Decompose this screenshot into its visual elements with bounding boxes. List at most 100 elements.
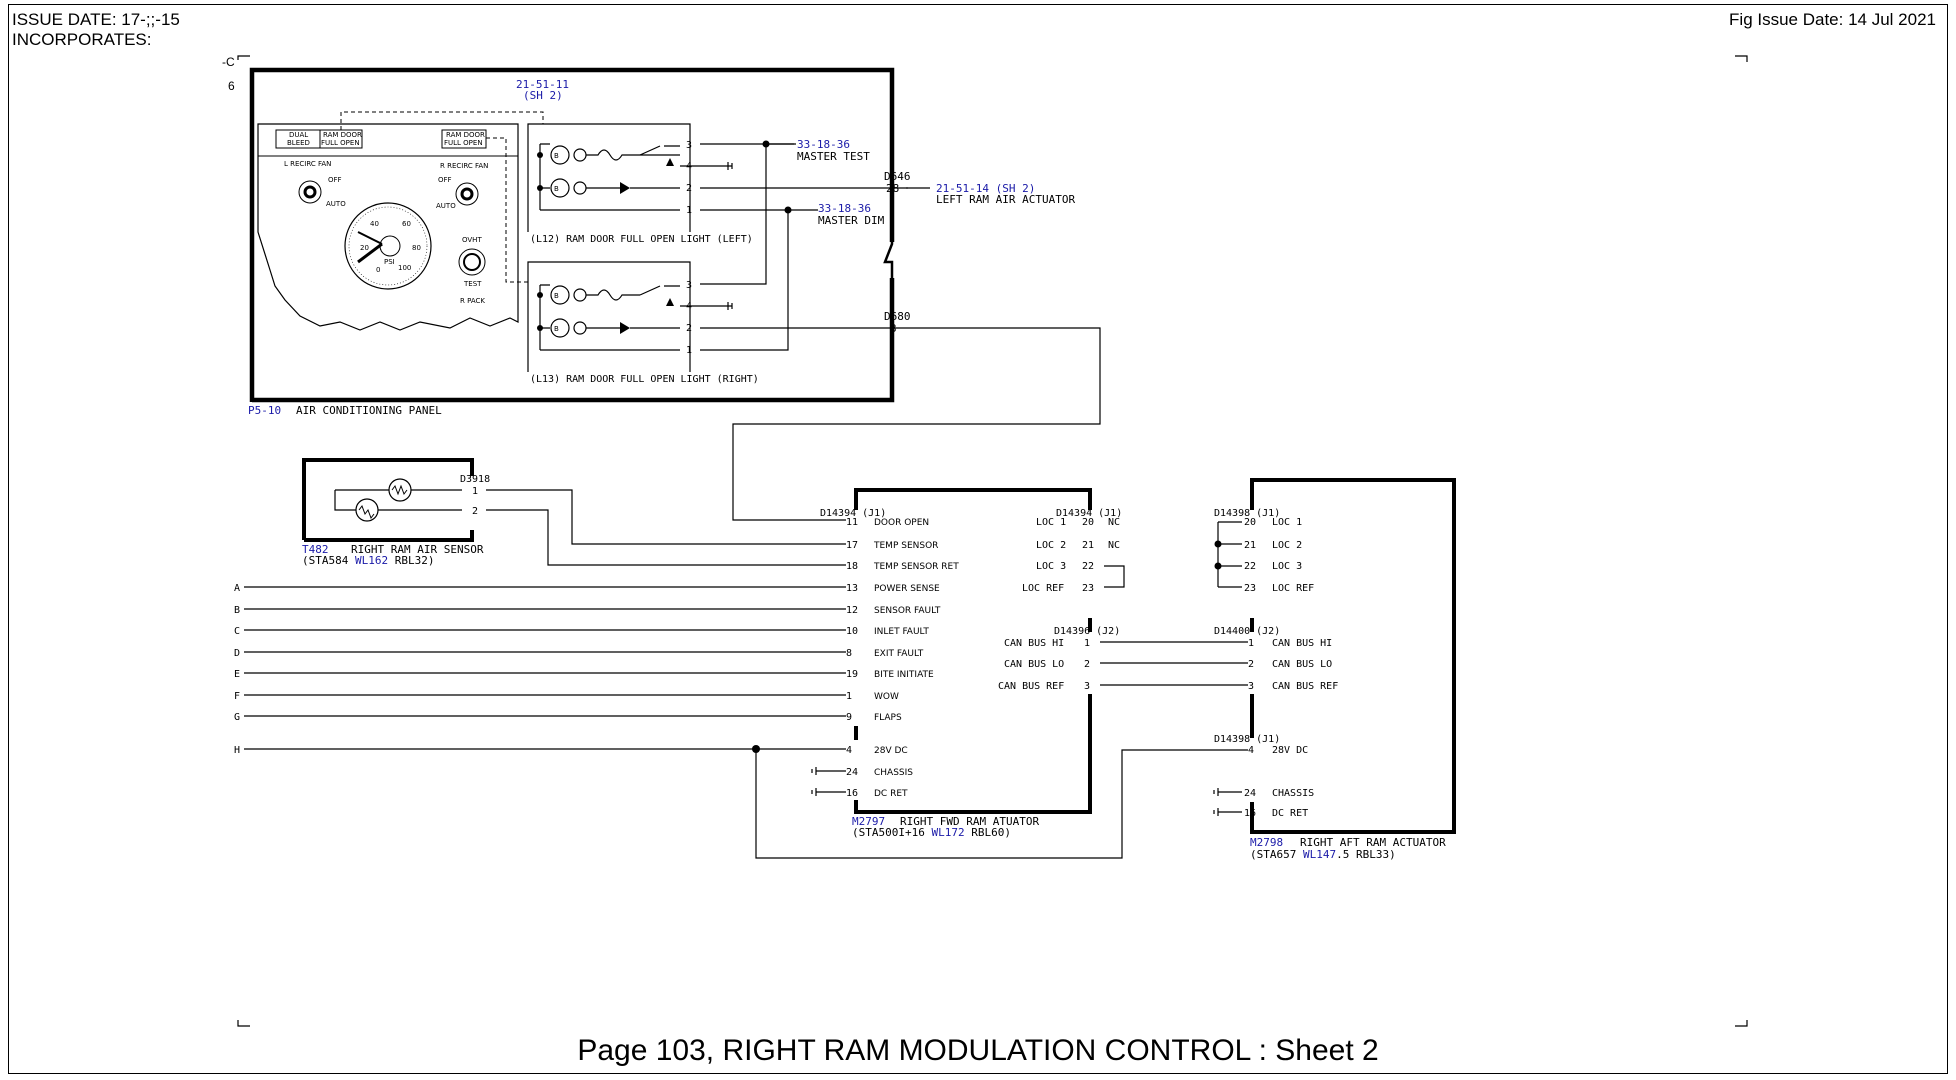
- corner-mark: [237, 55, 250, 60]
- fwd-pin-num: 19: [846, 669, 858, 680]
- fwd-loc-name: LOC 3: [1036, 561, 1066, 572]
- aft-actuator-ref: M2798: [1250, 836, 1283, 849]
- fwd-j1-left: D14394 (J1): [820, 508, 886, 519]
- page-frame: [8, 4, 1948, 1074]
- fwd-loc-nc: NC: [1108, 517, 1120, 528]
- wire-e: E: [234, 669, 240, 680]
- fwd-pin-name: POWER SENSE: [874, 584, 940, 594]
- fwd-actuator: [811, 488, 1248, 814]
- fwd-loc-pins: LOC 1 20 NC LOC 2 21 NC LOC 3 22 LOC REF…: [1022, 517, 1120, 594]
- bulb-b-3: B: [554, 292, 559, 300]
- bulb-b-2: B: [554, 185, 559, 193]
- wire-d: D: [234, 648, 240, 659]
- gauge-tick-60: 60: [402, 220, 411, 228]
- corner-mark: [237, 1020, 250, 1027]
- gauge-tick-20: 20: [360, 244, 369, 252]
- fwd-loc-name: LOC 1: [1036, 517, 1066, 528]
- bulb-b-1: B: [554, 152, 559, 160]
- r-recirc-label: R RECIRC FAN: [440, 162, 488, 170]
- corner-mark: [1735, 1020, 1748, 1027]
- l12-pin-4: 4: [686, 161, 692, 172]
- r-pack-label: R PACK: [460, 297, 485, 305]
- aft-loc-num: 20: [1244, 517, 1256, 528]
- aft-j1-top: D14398 (J1): [1214, 508, 1280, 519]
- sheet-mark: 6: [228, 79, 235, 93]
- fwd-pin-name: CHASSIS: [874, 768, 913, 778]
- l12-light: [527, 123, 733, 372]
- sensor-location: (STA584 WL162 RBL32): [302, 554, 434, 567]
- fwd-pin-num: 12: [846, 605, 858, 616]
- fwd-actuator-name: RIGHT FWD RAM ATUATOR: [900, 815, 1039, 828]
- ac-panel: [249, 67, 895, 403]
- l13-pin-4: 4: [686, 301, 692, 312]
- d646: D646: [884, 170, 911, 183]
- off-label-left: OFF: [328, 176, 342, 184]
- left-ram-ref: 21-51-14 (SH 2): [936, 182, 1035, 195]
- fwd-pin-num: 24: [846, 767, 858, 778]
- sensor-name: RIGHT RAM AIR SENSOR: [351, 543, 484, 556]
- d3918: D3918: [460, 474, 490, 485]
- aft-pwr-name: DC RET: [1272, 808, 1308, 819]
- master-test: MASTER TEST: [797, 150, 870, 163]
- aft-j2: D14400 (J2): [1214, 626, 1280, 637]
- fwd-pin-name: FLAPS: [874, 713, 902, 723]
- fwd-pin-num: 17: [846, 540, 858, 551]
- sheet-ref-21-51-11: 21-51-11: [516, 78, 569, 91]
- aft-loc-pins: 20 LOC 1 21 LOC 2 22 LOC 3 23 LOC REF: [1244, 517, 1314, 594]
- l13-label: (L13) RAM DOOR FULL OPEN LIGHT (RIGHT): [530, 374, 759, 385]
- fwd-pin-name: TEMP SENSOR: [873, 541, 938, 551]
- aft-can-num: 3: [1248, 681, 1254, 692]
- aft-can-name: CAN BUS REF: [1272, 681, 1338, 692]
- fwd-pin-num: 11: [846, 517, 858, 528]
- fwd-pin-name: SENSOR FAULT: [874, 606, 941, 616]
- fwd-pin-num: 10: [846, 626, 858, 637]
- fwd-pin-name: 28V DC: [874, 746, 908, 756]
- fwd-pin-name: DC RET: [874, 789, 908, 799]
- fwd-can-name: CAN BUS REF: [998, 681, 1064, 692]
- wire-a: A: [234, 583, 240, 594]
- sensor-ref: T482: [302, 543, 329, 556]
- fwd-j1-right: D14394 (J1): [1056, 508, 1122, 519]
- aft-pwr-name: 28V DC: [1272, 745, 1308, 756]
- d646-pin: 28: [886, 182, 899, 195]
- off-label-right: OFF: [438, 176, 452, 184]
- fwd-pin-num: 9: [846, 712, 852, 723]
- page-title: Page 103, RIGHT RAM MODULATION CONTROL :…: [577, 1034, 1379, 1067]
- fwd-pin-num: 13: [846, 583, 858, 594]
- aft-can-num: 1: [1248, 638, 1254, 649]
- fwd-can-pins: CAN BUS HI 1 CAN BUS LO 2 CAN BUS REF 3: [998, 638, 1090, 692]
- ac-panel-ref: P5-10: [248, 404, 281, 417]
- aft-loc-name: LOC 2: [1272, 540, 1302, 551]
- fwd-pin-name: WOW: [874, 692, 899, 702]
- fwd-can-name: CAN BUS HI: [1004, 638, 1064, 649]
- aft-loc-num: 21: [1244, 540, 1256, 551]
- fwd-loc-nc: NC: [1108, 540, 1120, 551]
- bulb-b-4: B: [554, 325, 559, 333]
- fwd-can-num: 2: [1084, 659, 1090, 670]
- fwd-pin-name: EXIT FAULT: [874, 649, 924, 659]
- aft-actuator: [1213, 478, 1456, 834]
- wire-f: F: [234, 691, 240, 702]
- fwd-pin-num: 16: [846, 788, 858, 799]
- fwd-pin-list: 11 DOOR OPEN 17 TEMP SENSOR 18 TEMP SENS…: [846, 517, 959, 799]
- gauge-tick-80: 80: [412, 244, 421, 252]
- btn-dual-bleed-text-1: DUAL: [289, 131, 308, 139]
- l12-pin-3: 3: [686, 140, 692, 151]
- fwd-actuator-location: (STA500I+16 WL172 RBL60): [852, 826, 1011, 839]
- aft-loc-num: 23: [1244, 583, 1256, 594]
- l13-pin-1: 1: [686, 345, 692, 356]
- aft-actuator-location: (STA657 WL147.5 RBL33): [1250, 848, 1396, 861]
- aft-j1-bottom: D14398 (J1): [1214, 734, 1280, 745]
- btn-ram-door-text-2: FULL OPEN: [321, 139, 360, 147]
- fwd-can-num: 1: [1084, 638, 1090, 649]
- d3918-pin2: 2: [472, 506, 478, 517]
- aft-loc-name: LOC 3: [1272, 561, 1302, 572]
- ovht-label: OVHT: [462, 236, 482, 244]
- l13-pin-2: 2: [686, 323, 692, 334]
- aft-pwr-num: 4: [1248, 745, 1254, 756]
- fwd-pin-num: 18: [846, 561, 858, 572]
- l-recirc-label: L RECIRC FAN: [284, 160, 331, 168]
- corner-mark: [1735, 55, 1748, 62]
- fwd-loc-num: 22: [1082, 561, 1094, 572]
